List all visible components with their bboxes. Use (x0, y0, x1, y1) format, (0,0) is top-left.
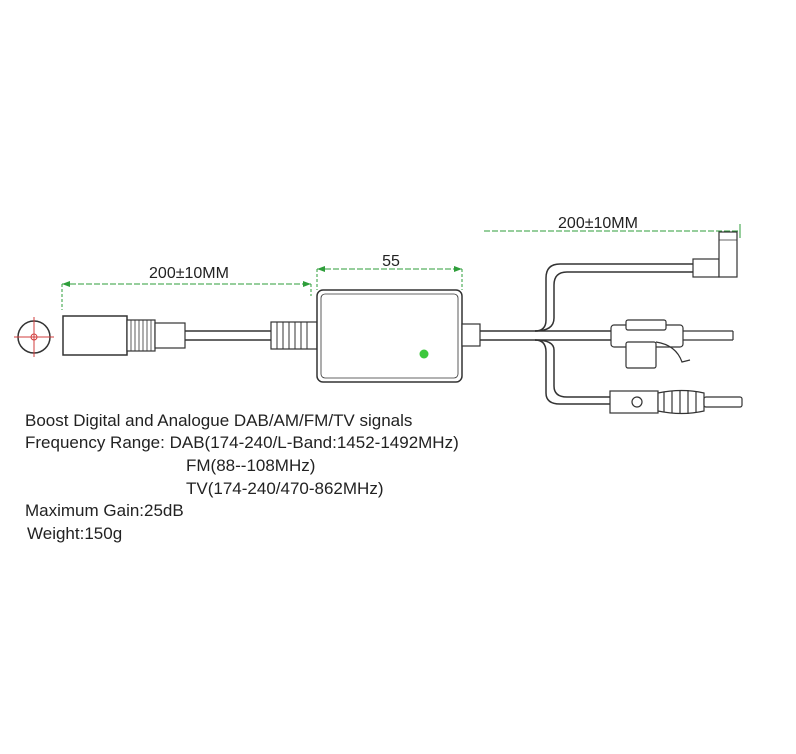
power-led (419, 349, 429, 359)
amplifier-box (316, 289, 463, 383)
antenna-plug (609, 389, 743, 415)
spec-line-signals: Boost Digital and Analogue DAB/AM/FM/TV … (25, 411, 413, 430)
spec-line-fm: FM(88--108MHz) (186, 456, 316, 475)
dimension-left-label: 200±10MM (149, 265, 229, 282)
dimension-right: 200±10MM (484, 215, 741, 238)
spec-line-weight: Weight:150g (27, 524, 123, 543)
dimension-right-label: 200±10MM (558, 215, 638, 232)
strain-relief-right (461, 323, 481, 347)
spec-line-gain: Maximum Gain:25dB (25, 501, 184, 520)
dimension-left: 200±10MM (61, 265, 312, 310)
output-harness (480, 263, 693, 405)
right-angle-connector (692, 231, 738, 278)
spec-line-tv: TV(174-240/470-862MHz) (186, 479, 384, 498)
input-cable (185, 330, 271, 341)
fuse-holder (610, 319, 734, 369)
connector-end-view (14, 317, 54, 357)
dimension-box: 55 (316, 253, 463, 290)
spec-line-frequency: Frequency Range: DAB(174-240/L-Band:1452… (25, 433, 459, 452)
dimension-box-label: 55 (382, 253, 400, 270)
strain-relief-left (270, 321, 318, 350)
female-connector (62, 315, 186, 356)
